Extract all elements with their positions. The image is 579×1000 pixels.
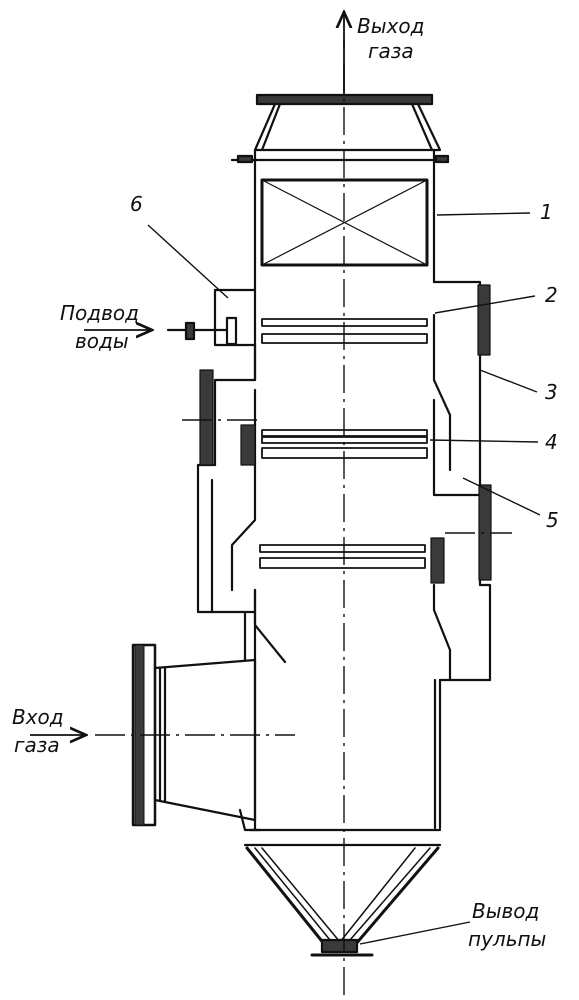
gas-inlet-duct bbox=[131, 643, 262, 832]
pulp-outlet-label-line2: пульпы bbox=[468, 927, 547, 951]
callout-6: 6 bbox=[130, 192, 143, 216]
callout-3: 3 bbox=[545, 380, 558, 404]
water-inlet-label-line2: воды bbox=[75, 329, 129, 353]
leader-lines bbox=[147, 212, 541, 945]
top-flange bbox=[230, 93, 450, 164]
inner-baffle bbox=[243, 588, 287, 664]
gas-outlet-label-line1: Выход bbox=[357, 14, 425, 38]
callout-5: 5 bbox=[546, 508, 559, 532]
main-shell bbox=[253, 148, 442, 832]
callout-1: 1 bbox=[540, 200, 553, 224]
droplet-eliminator bbox=[260, 178, 429, 267]
callout-2: 2 bbox=[545, 283, 558, 307]
gas-outlet-label-line2: газа bbox=[368, 39, 414, 63]
water-inlet-label-line1: Подвод bbox=[60, 301, 139, 325]
right-lower-jacket bbox=[430, 484, 492, 682]
pulp-outlet-label-line1: Вывод bbox=[472, 899, 540, 923]
right-jacket bbox=[432, 280, 491, 497]
left-jacket bbox=[196, 343, 257, 614]
pulp-cone bbox=[243, 828, 442, 957]
center-axes bbox=[95, 40, 512, 995]
gas-inlet-label-line2: газа bbox=[14, 733, 60, 757]
gas-inlet-label-line1: Вход bbox=[12, 705, 64, 729]
tray-3 bbox=[259, 544, 426, 569]
water-inlet-box bbox=[166, 288, 257, 347]
callout-4: 4 bbox=[545, 430, 558, 454]
